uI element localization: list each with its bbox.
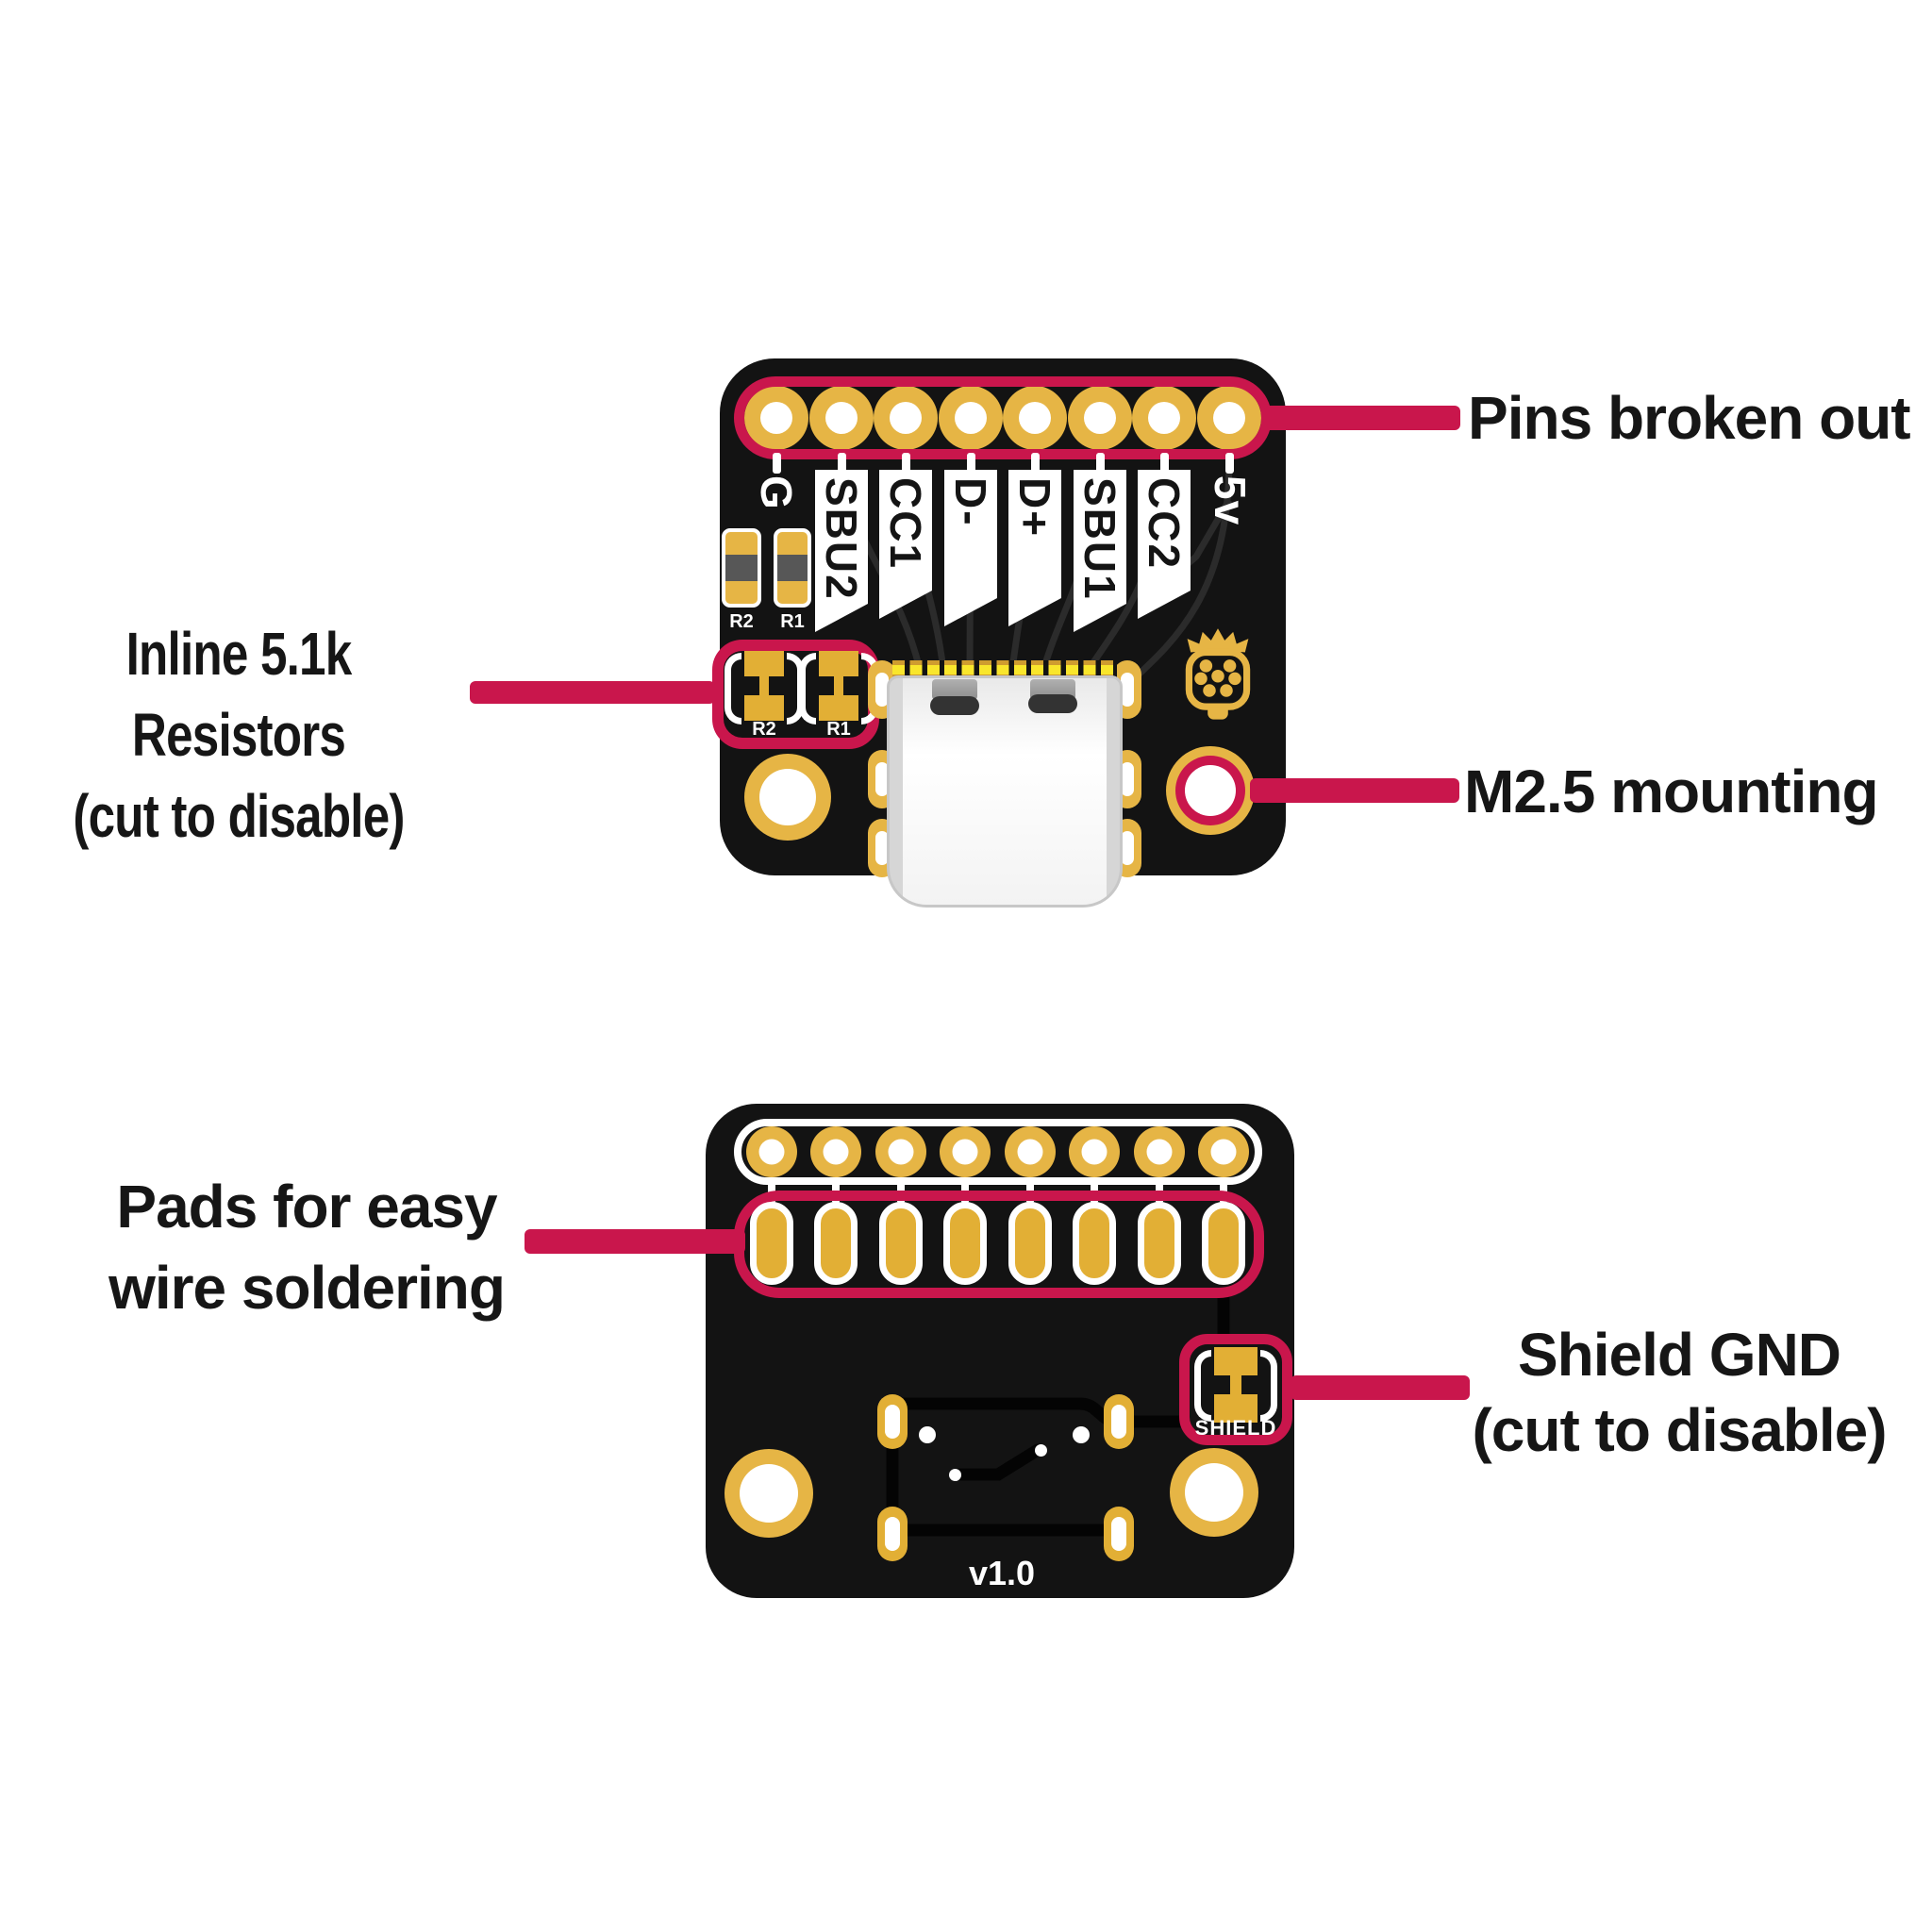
pin-sbu1	[1068, 386, 1132, 450]
jumper-r2-label: R2	[752, 719, 776, 740]
jumper-bracket	[1260, 1350, 1277, 1422]
resistor-r2-label: R2	[729, 611, 754, 632]
solder-pad	[1202, 1202, 1245, 1285]
pads-line2: wire soldering	[108, 1254, 506, 1322]
solder-pad	[879, 1202, 923, 1285]
footprint-pad	[877, 1394, 908, 1449]
back-pin	[875, 1126, 926, 1177]
pins-highlight	[734, 376, 1272, 459]
footprint-pad	[1104, 1394, 1134, 1449]
back-pins-outline	[734, 1119, 1262, 1185]
pads-annotation: Pads for easy wire soldering	[71, 1166, 542, 1328]
pin-tick	[838, 453, 846, 474]
usb-slot	[932, 679, 977, 700]
solder-pad	[1073, 1202, 1116, 1285]
jumper-bracket	[724, 653, 741, 724]
pin-cc2	[1132, 386, 1196, 450]
resistor-r1	[774, 528, 811, 608]
m25-annotation: M2.5 mounting	[1464, 758, 1879, 825]
pin-tick	[1096, 453, 1105, 474]
raspberry-logo-icon	[1185, 628, 1251, 720]
back-pin	[1134, 1126, 1185, 1177]
usb-slot	[1028, 694, 1077, 713]
solder-pad	[943, 1202, 987, 1285]
solder-pad	[750, 1202, 793, 1285]
pin-cc1	[874, 386, 938, 450]
back-pin	[940, 1126, 991, 1177]
back-pin	[1069, 1126, 1120, 1177]
jumper-r1-label: R1	[826, 719, 851, 740]
jumper-r1-pad	[819, 651, 858, 721]
footprint-pad	[1104, 1507, 1134, 1561]
via-dot	[919, 1426, 936, 1443]
pin-flag-sbu1: SBU1	[1074, 470, 1126, 632]
resistors-callout-line	[470, 681, 715, 704]
back-pin	[810, 1126, 861, 1177]
shield-jumper-label: SHIELD	[1194, 1416, 1277, 1440]
pin-flag-cc2: CC2	[1138, 470, 1191, 619]
jumper-bracket	[799, 653, 816, 724]
via-dot	[949, 1469, 961, 1481]
shield-line2: (cut to disable)	[1472, 1396, 1887, 1464]
pin-tick	[1225, 453, 1234, 474]
pin-tick	[967, 453, 975, 474]
pins-annotation: Pins broken out	[1468, 384, 1911, 452]
pin-tick	[1031, 453, 1040, 474]
usb-slot	[930, 696, 979, 715]
shield-annotation: Shield GND (cut to disable)	[1434, 1317, 1924, 1468]
pin-label-5v: 5v	[1206, 475, 1255, 526]
back-pin	[1005, 1126, 1056, 1177]
solder-pad	[1138, 1202, 1181, 1285]
solder-pad	[814, 1202, 858, 1285]
shield-jumper-highlight	[1179, 1334, 1292, 1445]
inline-resistors-line1: Inline 5.1k Resistors	[125, 620, 353, 769]
solder-pad	[1008, 1202, 1052, 1285]
pin-d-plus	[1003, 386, 1067, 450]
pin-label-g: G	[752, 475, 801, 510]
pin-flag-d-minus: D-	[944, 470, 997, 626]
shield-jumper-pad	[1214, 1347, 1257, 1423]
via-dot	[1073, 1426, 1090, 1443]
jumper-r2-pad	[744, 651, 784, 721]
pin-tick	[902, 453, 910, 474]
pins-callout-line	[1264, 406, 1460, 430]
mounting-hole	[1170, 1448, 1258, 1537]
footprint-pad	[877, 1507, 908, 1561]
m25-callout-line	[1250, 778, 1459, 803]
pin-flag-d-plus: D+	[1008, 470, 1061, 626]
inline-resistors-annotation: Inline 5.1k Resistors (cut to disable)	[50, 613, 427, 857]
pin-tick	[773, 453, 781, 474]
pin-sbu2	[809, 386, 874, 450]
mounting-hole	[724, 1449, 813, 1538]
inline-resistors-line2: (cut to disable)	[73, 782, 405, 850]
version-label: v1.0	[968, 1554, 1036, 1592]
pin-flag-cc1: CC1	[879, 470, 932, 619]
resistor-r1-label: R1	[780, 611, 805, 632]
pads-line1: Pads for easy	[116, 1173, 497, 1241]
shield-line1: Shield GND	[1517, 1321, 1841, 1389]
usb-c-connector	[887, 675, 1123, 908]
pads-callout-line	[525, 1229, 745, 1254]
pin-flag-sbu2: SBU2	[815, 470, 868, 632]
via-dot	[1035, 1444, 1047, 1457]
jumper-bracket	[1194, 1350, 1211, 1422]
pin-d-minus	[939, 386, 1003, 450]
resistor-r2	[722, 528, 761, 608]
m25-highlight-ring	[1175, 756, 1245, 825]
mounting-hole	[744, 754, 831, 841]
shield-callout-line	[1291, 1375, 1470, 1400]
pin-tick	[1160, 453, 1169, 474]
usb-contact-fingers-highlight	[892, 665, 1117, 675]
